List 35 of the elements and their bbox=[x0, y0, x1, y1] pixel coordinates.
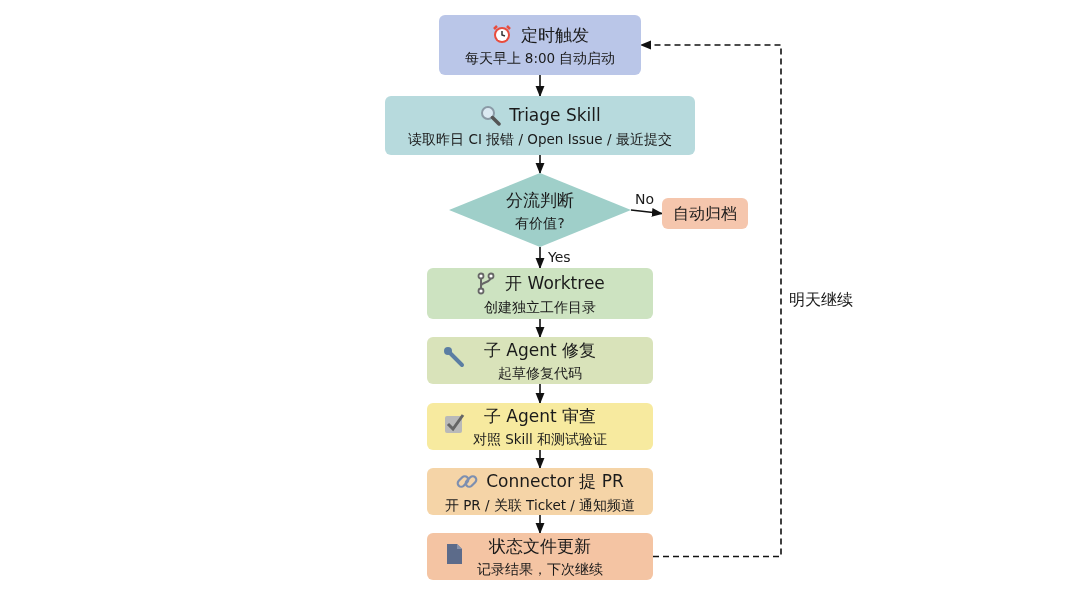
process-box bbox=[427, 468, 653, 515]
step-title: 开 Worktree bbox=[505, 272, 605, 294]
step-description: 起草修复代码 bbox=[498, 364, 582, 382]
arrow bbox=[535, 514, 545, 535]
process-box bbox=[427, 403, 653, 450]
step-title: 状态文件更新 bbox=[489, 535, 591, 557]
arrow bbox=[630, 207, 664, 217]
step-description: 记录结果，下次继续 bbox=[477, 560, 603, 578]
step-description: 每天早上 8:00 自动启动 bbox=[464, 49, 616, 67]
arrow bbox=[535, 154, 545, 175]
end-box bbox=[662, 198, 748, 229]
process-box bbox=[427, 268, 653, 319]
arrow bbox=[535, 383, 545, 405]
arrow bbox=[535, 449, 545, 470]
process-box bbox=[439, 15, 641, 75]
step-description: 读取昨日 CI 报错 / Open Issue / 最近提交 bbox=[408, 129, 672, 148]
step-description: 创建独立工作目录 bbox=[484, 297, 596, 316]
step-title: 自动归档 bbox=[673, 202, 737, 225]
arrow bbox=[535, 318, 545, 339]
step-title: 子 Agent 审查 bbox=[483, 405, 597, 427]
process-box bbox=[427, 533, 653, 580]
arrow bbox=[535, 246, 545, 270]
step-description: 开 PR / 关联 Ticket / 通知频道 bbox=[444, 495, 636, 514]
step-description: 有价值? bbox=[515, 213, 565, 232]
process-box bbox=[427, 337, 653, 384]
arrow bbox=[535, 74, 545, 98]
step-description: 对照 Skill 和测试验证 bbox=[472, 430, 608, 448]
step-title: Connector 提 PR bbox=[486, 470, 624, 492]
step-title: 子 Agent 修复 bbox=[483, 339, 597, 361]
process-box bbox=[385, 96, 695, 155]
edge-label: 明天继续 bbox=[787, 290, 855, 309]
decision-title: 分流判断 bbox=[506, 188, 574, 211]
dashed-loop-arrow bbox=[639, 40, 782, 558]
step-title: Triage Skill bbox=[509, 104, 601, 126]
step-title: 定时触发 bbox=[521, 23, 589, 46]
